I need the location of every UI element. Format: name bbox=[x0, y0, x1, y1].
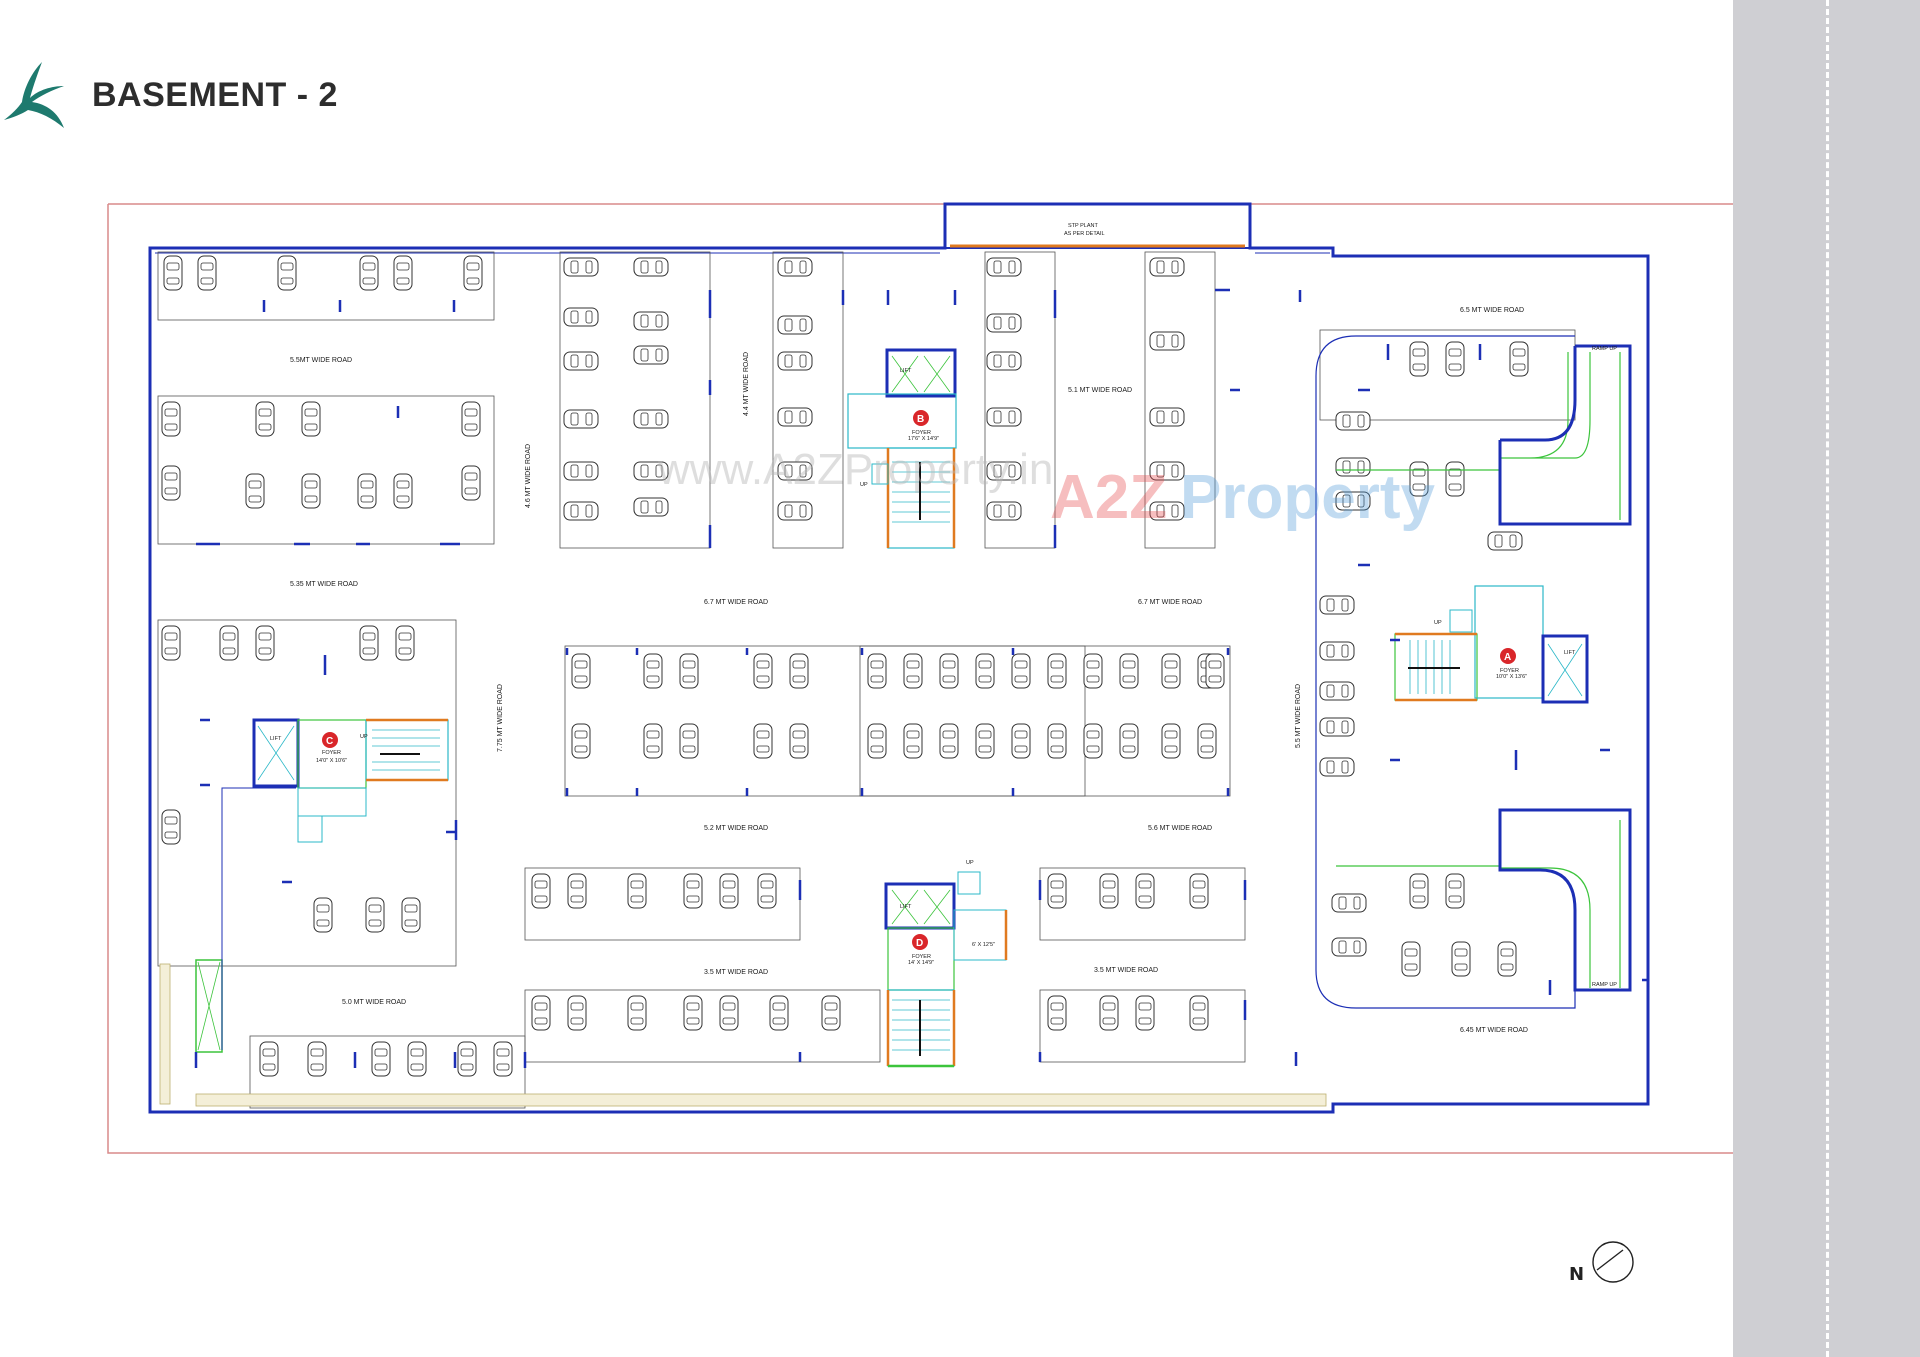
road-label-6: 6.7 MT WIDE ROAD bbox=[704, 599, 768, 606]
brand-logo-icon bbox=[4, 62, 64, 128]
road-label-4: 4.4 MT WIDE ROAD bbox=[743, 352, 750, 416]
core-b-lift: LIFT bbox=[900, 368, 912, 374]
core-a-foyer: FOYER bbox=[1500, 668, 1519, 674]
road-label-2: 5.35 MT WIDE ROAD bbox=[290, 581, 358, 588]
core-c: C FOYER 14'0" X 10'6" LIFT UP bbox=[252, 718, 449, 843]
road-label-3: 4.6 MT WIDE ROAD bbox=[525, 444, 532, 508]
core-b-size: 17'6" X 14'9" bbox=[908, 436, 939, 442]
core-c-letter: C bbox=[326, 736, 333, 747]
core-b: B FOYER 17'6" X 14'9" LIFT UP bbox=[847, 348, 957, 549]
core-c-lift: LIFT bbox=[270, 736, 282, 742]
road-label-8: 6.5 MT WIDE ROAD bbox=[1460, 307, 1524, 314]
road-label-5: 5.1 MT WIDE ROAD bbox=[1068, 387, 1132, 394]
core-d: D FOYER 14' X 14'9" LIFT UP 6' X 12'5" bbox=[884, 860, 1008, 1068]
page-title: BASEMENT - 2 bbox=[92, 76, 338, 114]
road-label-12: 3.5 MT WIDE ROAD bbox=[704, 969, 768, 976]
core-a: A FOYER 10'0" X 13'6" LIFT UP bbox=[1394, 585, 1589, 704]
site-boundary bbox=[107, 203, 1733, 1154]
ramp-top bbox=[1336, 352, 1621, 520]
road-label-9: 7.75 MT WIDE ROAD bbox=[497, 684, 504, 752]
core-c-size: 14'0" X 10'6" bbox=[316, 758, 347, 764]
compass-circle-icon bbox=[1592, 1241, 1634, 1283]
landscape-strip bbox=[195, 1093, 1327, 1107]
north-compass: N bbox=[1569, 1241, 1634, 1285]
core-d-letter: D bbox=[916, 938, 923, 949]
parking-bay-lines bbox=[157, 251, 1576, 1109]
watermark-property: Property bbox=[1180, 463, 1435, 532]
watermark-a2z: A2Z bbox=[1050, 463, 1167, 532]
right-wing-wall bbox=[1315, 335, 1576, 1009]
core-c-foyer: FOYER bbox=[322, 750, 341, 756]
compass-needle-icon bbox=[1596, 1249, 1624, 1271]
road-label-11: 5.6 MT WIDE ROAD bbox=[1148, 825, 1212, 832]
core-d-dim: 6' X 12'5" bbox=[972, 942, 995, 948]
road-label-15: 5.5 MT WIDE ROAD bbox=[1295, 684, 1302, 748]
core-a-lift: LIFT bbox=[1564, 650, 1576, 656]
core-a-up: UP bbox=[1434, 620, 1442, 626]
road-label-1: 5.5MT WIDE ROAD bbox=[290, 357, 352, 364]
ramp-bottom bbox=[1336, 820, 1621, 988]
stp-label: STP PLANT bbox=[1068, 223, 1098, 229]
core-d-lift: LIFT bbox=[900, 904, 912, 910]
core-d-foyer: FOYER bbox=[912, 954, 931, 960]
stp-plant-room bbox=[944, 203, 1251, 249]
columns bbox=[194, 288, 1648, 1068]
stp-sub-label: AS PER DETAIL bbox=[1064, 231, 1105, 237]
side-panel-dashed-divider bbox=[1826, 0, 1829, 1357]
core-b-up: UP bbox=[860, 482, 868, 488]
ramp-up-label: RAMP UP bbox=[1592, 346, 1617, 352]
core-b-letter: B bbox=[917, 414, 924, 425]
road-label-10: 5.2 MT WIDE ROAD bbox=[704, 825, 768, 832]
core-d-size: 14' X 14'9" bbox=[908, 960, 934, 966]
core-b-foyer: FOYER bbox=[912, 430, 931, 436]
floor-plan: STP PLANT AS PER DETAIL bbox=[107, 202, 1733, 1154]
core-c-up: UP bbox=[360, 734, 368, 740]
core-a-letter: A bbox=[1504, 652, 1511, 663]
central-parking-rows bbox=[571, 653, 1225, 759]
core-d-up: UP bbox=[966, 860, 974, 866]
watermark-url: www.A2ZProperty.in bbox=[657, 445, 1053, 494]
ramp-up-label-2: RAMP UP bbox=[1592, 982, 1617, 988]
road-label-16: 6.45 MT WIDE ROAD bbox=[1460, 1027, 1528, 1034]
road-label-14: 5.0 MT WIDE ROAD bbox=[342, 999, 406, 1006]
road-label-7: 6.7 MT WIDE ROAD bbox=[1138, 599, 1202, 606]
road-label-13: 3.5 MT WIDE ROAD bbox=[1094, 967, 1158, 974]
north-label: N bbox=[1569, 1264, 1584, 1285]
core-a-size: 10'0" X 13'6" bbox=[1496, 674, 1527, 680]
